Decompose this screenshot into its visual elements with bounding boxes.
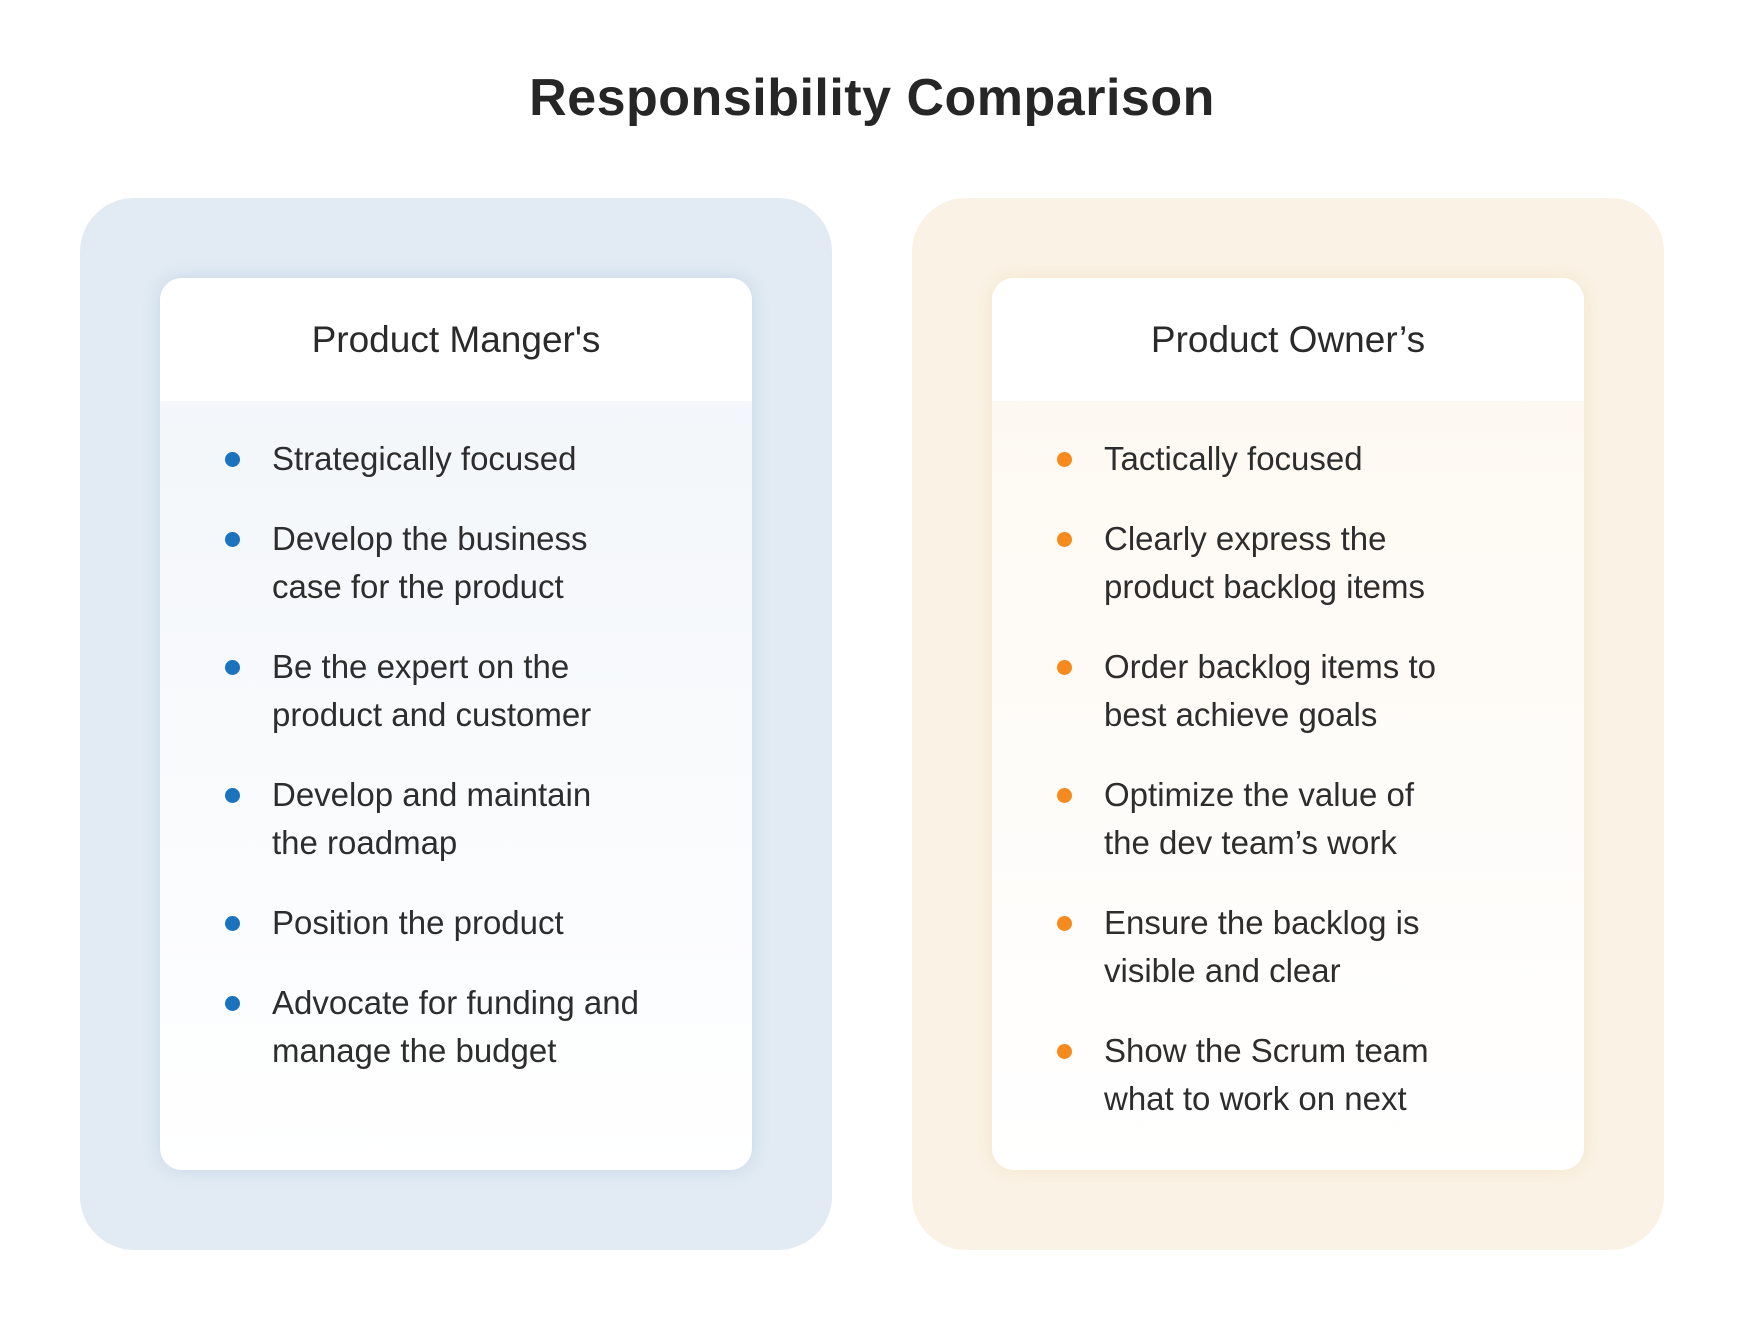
- bullet-icon: [1057, 1044, 1072, 1059]
- item-text-line: Order backlog items to: [1104, 648, 1436, 685]
- bullet-icon: [1057, 916, 1072, 931]
- list-item: Position the product: [160, 899, 752, 947]
- item-text-line: product and customer: [272, 696, 592, 733]
- bullet-icon: [225, 660, 240, 675]
- card-heading: Product Owner’s: [992, 278, 1584, 401]
- bullet-icon: [225, 996, 240, 1011]
- item-text-line: Clearly express the: [1104, 520, 1387, 557]
- item-text-line: Ensure the backlog is: [1104, 904, 1420, 941]
- list-item: Be the expert on the product and customer: [160, 643, 752, 739]
- list-item: Order backlog items to best achieve goals: [992, 643, 1584, 739]
- item-text-line: manage the budget: [272, 1032, 557, 1069]
- list-item: Strategically focused: [160, 435, 752, 483]
- item-text-line: product backlog items: [1104, 568, 1425, 605]
- bullet-icon: [225, 788, 240, 803]
- list-item: Ensure the backlog is visible and clear: [992, 899, 1584, 995]
- item-text-line: case for the product: [272, 568, 564, 605]
- item-text-line: best achieve goals: [1104, 696, 1378, 733]
- item-text-line: Develop and maintain: [272, 776, 592, 813]
- item-text-line: Strategically focused: [272, 440, 577, 477]
- card-heading: Product Manger's: [160, 278, 752, 401]
- bullet-icon: [225, 452, 240, 467]
- item-text-line: Tactically focused: [1104, 440, 1363, 477]
- bullet-icon: [1057, 452, 1072, 467]
- list-item: Show the Scrum team what to work on next: [992, 1027, 1584, 1123]
- bullet-icon: [225, 916, 240, 931]
- list-item: Advocate for funding and manage the budge…: [160, 979, 752, 1075]
- item-text-line: the dev team’s work: [1104, 824, 1397, 861]
- list-item: Clearly express the product backlog items: [992, 515, 1584, 611]
- item-text-line: visible and clear: [1104, 952, 1341, 989]
- bullet-icon: [1057, 660, 1072, 675]
- list-item: Tactically focused: [992, 435, 1584, 483]
- item-text-line: Advocate for funding and: [272, 984, 639, 1021]
- item-text-line: Develop the business: [272, 520, 588, 557]
- bullet-icon: [225, 532, 240, 547]
- item-text-line: Position the product: [272, 904, 564, 941]
- item-text-line: Show the Scrum team: [1104, 1032, 1429, 1069]
- list-item: Develop the business case for the product: [160, 515, 752, 611]
- item-text-line: what to work on next: [1104, 1080, 1407, 1117]
- page-title: Responsibility Comparison: [529, 69, 1215, 127]
- list-item: Develop and maintain the roadmap: [160, 771, 752, 867]
- list-item: Optimize the value of the dev team’s work: [992, 771, 1584, 867]
- item-text-line: the roadmap: [272, 824, 458, 861]
- item-text-line: Optimize the value of: [1104, 776, 1414, 813]
- bullet-icon: [1057, 788, 1072, 803]
- bullet-icon: [1057, 532, 1072, 547]
- item-text-line: Be the expert on the: [272, 648, 570, 685]
